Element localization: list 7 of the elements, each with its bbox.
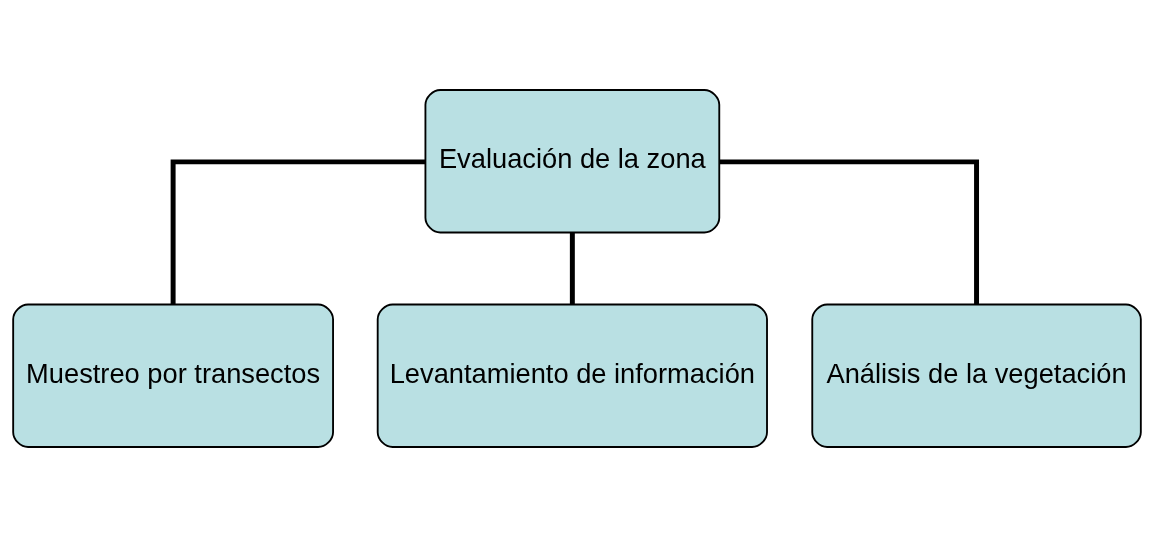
connector [170, 159, 426, 304]
connector [569, 232, 575, 305]
node-box: Evaluación de la zona [424, 89, 721, 234]
node-box: Análisis de la vegetación [811, 303, 1142, 448]
node-box: Levantamiento de información [376, 303, 768, 448]
node-box: Muestreo por transectos [12, 303, 334, 448]
connector [719, 159, 980, 304]
